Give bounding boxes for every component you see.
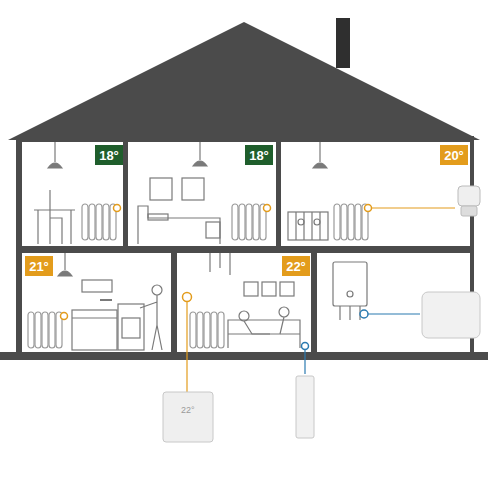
temperature-value: 22° bbox=[286, 260, 306, 273]
temperature-badge: 18° bbox=[245, 145, 273, 165]
temperature-value: 18° bbox=[99, 149, 119, 162]
temperature-badge: 22° bbox=[282, 256, 310, 276]
temperature-value: 20° bbox=[444, 149, 464, 162]
temperature-value: 21° bbox=[29, 260, 49, 273]
temperature-badge: 21° bbox=[25, 256, 53, 276]
temperature-badge: 20° bbox=[440, 145, 468, 165]
thermostat-display: 22° bbox=[181, 406, 195, 415]
temperature-badge: 18° bbox=[95, 145, 123, 165]
temperature-value: 18° bbox=[249, 149, 269, 162]
